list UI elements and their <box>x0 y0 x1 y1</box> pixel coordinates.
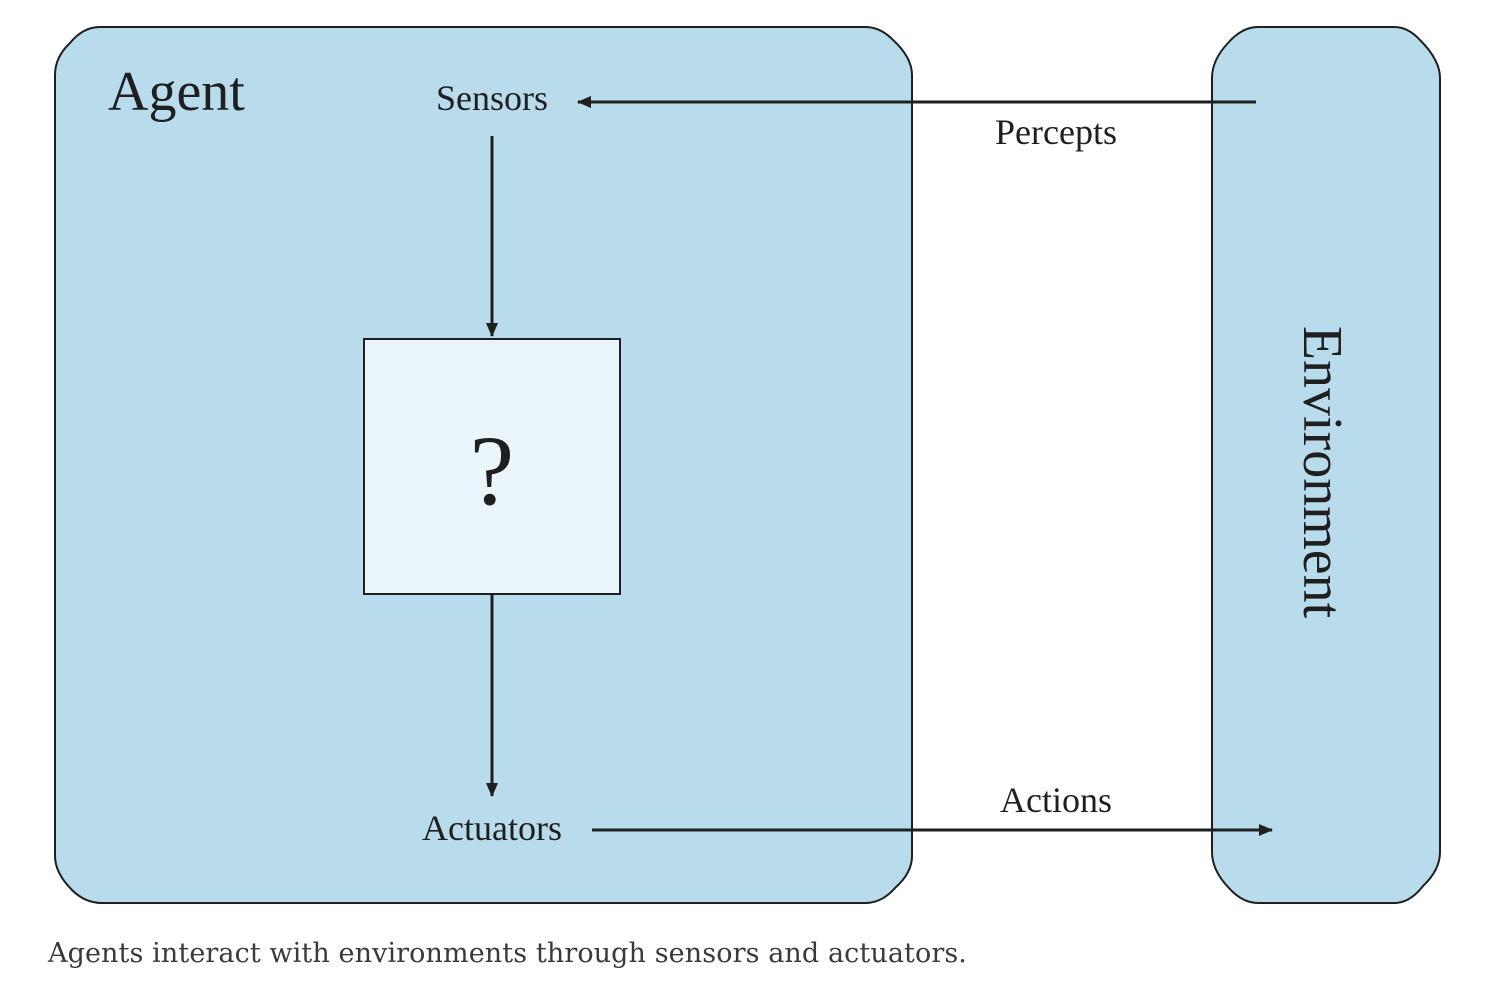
unknown-box <box>363 338 621 595</box>
environment-label: Environment <box>1291 326 1353 619</box>
agent-label: Agent <box>108 61 245 123</box>
environment-panel <box>1211 26 1441 904</box>
percepts-label: Percepts <box>995 112 1117 152</box>
actions-label: Actions <box>1000 780 1112 820</box>
sensors-label: Sensors <box>436 78 548 118</box>
unknown-box-label: ? <box>470 415 514 526</box>
figure-caption: Agents interact with environments throug… <box>48 938 967 969</box>
actuators-label: Actuators <box>422 808 562 848</box>
